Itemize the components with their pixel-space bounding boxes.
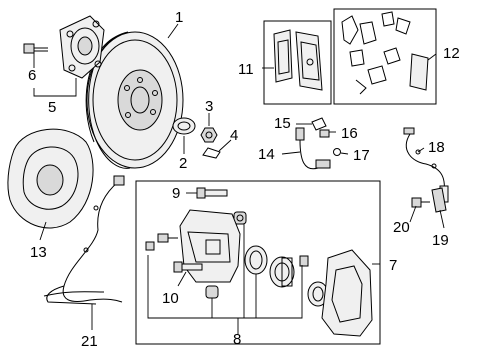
pin-boot-lower — [205, 285, 219, 299]
sensor-bolt — [411, 197, 430, 208]
callout-17: 17 — [353, 147, 370, 164]
callout-3: 3 — [205, 98, 213, 115]
callout-11: 11 — [238, 61, 254, 78]
callout-14: 14 — [258, 146, 275, 163]
callout-1: 1 — [175, 9, 183, 26]
hardware-kit — [341, 11, 429, 95]
callout-12: 12 — [443, 45, 460, 62]
brake-pads — [273, 29, 323, 91]
callout-4: 4 — [230, 127, 238, 144]
bleeder-screw — [299, 255, 309, 267]
pads-box — [263, 20, 332, 105]
callout-13: 13 — [30, 244, 47, 261]
callout-10: 10 — [162, 290, 179, 307]
piston-seal — [244, 245, 268, 275]
callout-19: 19 — [432, 232, 449, 249]
backing-plate — [7, 128, 94, 229]
callout-16: 16 — [341, 125, 358, 142]
callout-7: 7 — [389, 257, 397, 274]
callout-21: 21 — [81, 333, 98, 350]
caliper-box — [135, 180, 381, 345]
hardware-kit-box — [333, 8, 437, 105]
callout-18: 18 — [428, 139, 445, 156]
caliper-bracket — [321, 249, 373, 337]
abs-wire-harness — [43, 175, 125, 305]
callout-15: 15 — [274, 115, 291, 132]
brake-hose — [295, 117, 341, 170]
callout-2: 2 — [179, 155, 187, 172]
hub-bolt — [23, 43, 48, 54]
callout-20: 20 — [393, 219, 410, 236]
wheel-hub — [59, 15, 105, 79]
guide-pin-upper — [196, 187, 228, 199]
callout-9: 9 — [172, 185, 180, 202]
bleeder-valve — [145, 233, 178, 251]
caliper-body — [179, 209, 241, 283]
cotter-clip — [202, 147, 221, 159]
callout-6: 6 — [28, 67, 36, 84]
wheel-speed-sensor — [431, 187, 447, 213]
brake-rotor — [85, 31, 184, 169]
caliper-piston — [269, 256, 295, 288]
snap-ring — [172, 117, 196, 135]
callout-5: 5 — [48, 99, 56, 116]
guide-pin-lower — [173, 261, 203, 273]
hub-nut — [200, 127, 218, 143]
leader-lines — [33, 23, 445, 334]
callout-8: 8 — [233, 331, 241, 348]
